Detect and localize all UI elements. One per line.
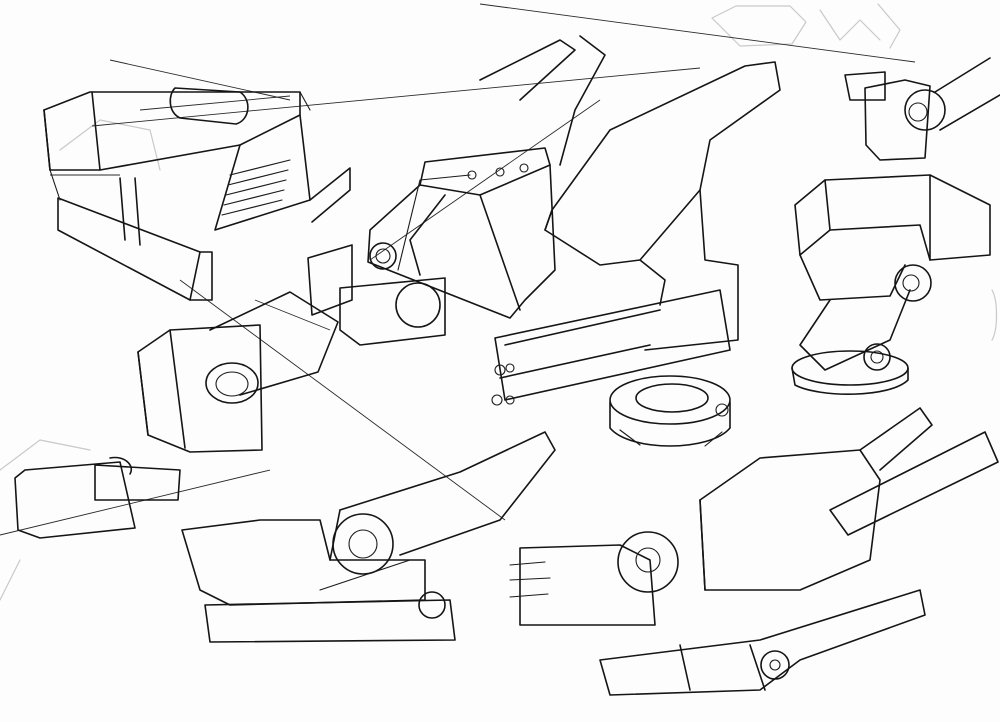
erased-sketch-marks xyxy=(0,3,998,601)
long-barrel-bottom-right xyxy=(829,407,999,536)
box-turret-top-left xyxy=(43,87,351,301)
arm-launcher-bottom-center xyxy=(181,431,556,643)
clamp-block-bottom-right xyxy=(509,449,881,626)
ring-mount-center xyxy=(609,375,731,447)
barrel-block-left xyxy=(137,291,339,453)
pivot-joint-top-right xyxy=(844,57,1000,161)
short-arm-bottom xyxy=(599,589,926,696)
swivel-mount-right xyxy=(791,174,991,395)
small-block-left xyxy=(14,456,181,539)
perspective-guide-lines xyxy=(0,59,701,536)
cannon-turret-center xyxy=(307,35,781,406)
